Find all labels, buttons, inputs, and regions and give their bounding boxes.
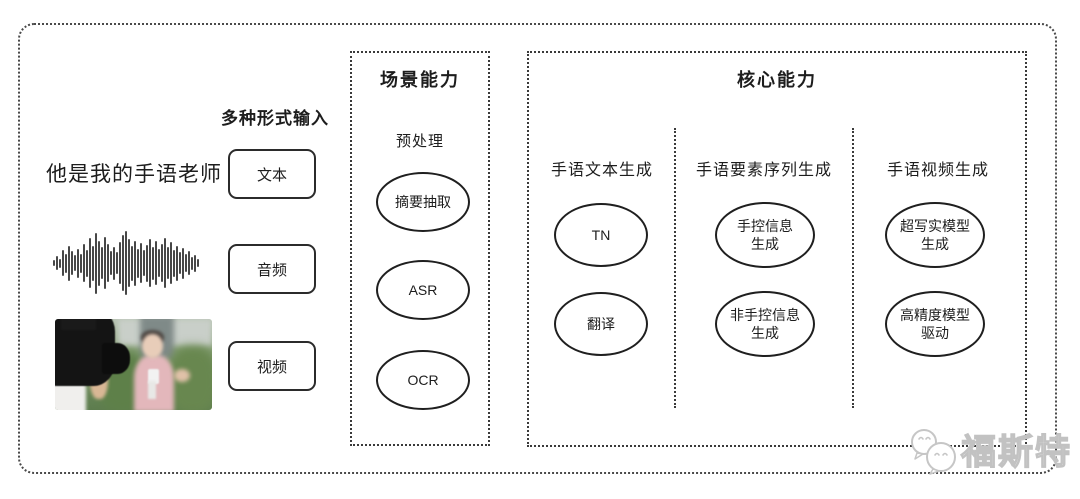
core-capability-title: 核心能力 bbox=[737, 70, 817, 90]
outer-dotted-border bbox=[18, 23, 1057, 474]
photo-microphone-handle bbox=[148, 380, 157, 400]
input-type-video-box: 视频 bbox=[228, 341, 316, 391]
news-reporter-photo bbox=[55, 319, 212, 410]
photo-reporter-hand bbox=[174, 369, 190, 382]
preprocess-label: 预处理 bbox=[395, 133, 444, 150]
column-header-sign-text-generation: 手语文本生成 bbox=[550, 162, 653, 179]
input-section-heading: 多种形式输入 bbox=[221, 109, 329, 128]
photo-reporter-head bbox=[142, 334, 163, 359]
input-type-text-label: 文本 bbox=[256, 166, 287, 184]
audio-waveform-icon bbox=[44, 230, 208, 296]
watermark-chat-faces-icon bbox=[911, 428, 956, 475]
scene-capability-title: 场景能力 bbox=[380, 70, 460, 90]
column-header-sign-element-sequence-generation: 手语要素序列生成 bbox=[695, 162, 832, 179]
node-tn: TN bbox=[554, 203, 648, 267]
photo-microphone bbox=[147, 369, 159, 384]
node-manual-info-generation: 手控信息 生成 bbox=[715, 202, 815, 268]
watermark: 福斯特 bbox=[905, 424, 1072, 475]
node-ocr: OCR bbox=[376, 350, 470, 410]
node-hyperrealistic-model-generation: 超写实模型 生成 bbox=[885, 202, 985, 268]
column-divider-1 bbox=[674, 128, 676, 408]
sample-sentence: 他是我的手语老师 bbox=[46, 163, 222, 186]
node-non-manual-info-generation: 非手控信息 生成 bbox=[715, 291, 815, 357]
scene-capability-box: 场景能力 预处理 摘要抽取 ASR OCR bbox=[350, 51, 490, 446]
column-divider-2 bbox=[852, 128, 854, 408]
column-header-sign-video-generation: 手语视频生成 bbox=[886, 162, 989, 179]
input-type-audio-box: 音频 bbox=[228, 244, 316, 294]
node-translation: 翻译 bbox=[554, 292, 648, 356]
watermark-brand-text: 福斯特 bbox=[960, 432, 1073, 472]
node-high-precision-model-driving: 高精度模型 驱动 bbox=[885, 291, 985, 357]
core-capability-box: 核心能力 手语文本生成 手语要素序列生成 手语视频生成 TN 翻译 手控信息 生… bbox=[527, 51, 1027, 447]
input-type-audio-label: 音频 bbox=[256, 261, 287, 279]
node-summary-extraction: 摘要抽取 bbox=[376, 172, 470, 232]
photo-camera-lens bbox=[102, 342, 131, 374]
photo-camera-top bbox=[61, 319, 96, 330]
input-type-video-label: 视频 bbox=[256, 358, 287, 376]
node-asr: ASR bbox=[376, 260, 470, 320]
input-type-text-box: 文本 bbox=[228, 149, 316, 199]
